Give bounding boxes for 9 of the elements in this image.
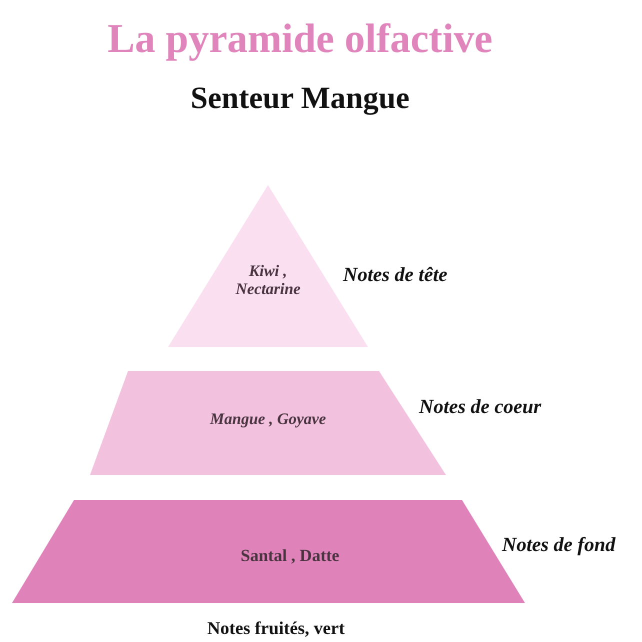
tier-label: Notes de fond bbox=[502, 534, 616, 557]
tier-label: Notes de tête bbox=[343, 264, 448, 287]
tier-text: Mangue , Goyave bbox=[208, 411, 327, 430]
tier-text: Santal , Datte bbox=[240, 546, 340, 566]
subtitle: Senteur Mangue bbox=[189, 80, 410, 116]
title: La pyramide olfactive bbox=[106, 14, 494, 62]
caption: Notes fruités, vert bbox=[206, 618, 346, 639]
tier-label: Notes de coeur bbox=[419, 396, 542, 419]
tier-text: Kiwi , Nectarine bbox=[234, 263, 302, 300]
